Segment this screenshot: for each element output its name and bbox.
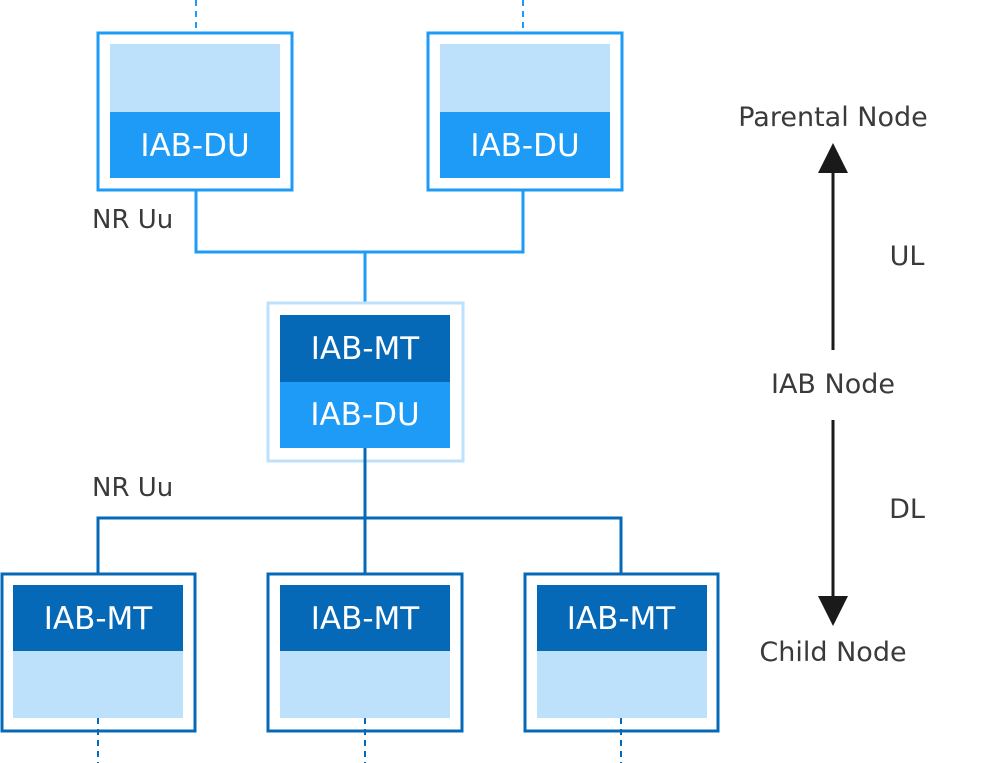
parent-node-left: IAB-DU	[96, 31, 294, 192]
parent-left-du-label: IAB-DU	[140, 128, 249, 164]
parent-right-du-label: IAB-DU	[470, 128, 579, 164]
parent-node-right: IAB-DU	[426, 31, 624, 192]
legend-parental-node: Parental Node	[738, 102, 928, 133]
child-node-middle: IAB-MT	[266, 572, 464, 733]
upper-nr-uu-label: NR Uu	[92, 205, 173, 235]
legend-dl: DL	[889, 494, 925, 525]
iab-du-label: IAB-DU	[310, 397, 419, 433]
upper-link-lines	[194, 190, 525, 254]
child-right-mt-label: IAB-MT	[567, 601, 677, 637]
child-middle-mt-label: IAB-MT	[311, 601, 421, 637]
iab-node: IAB-MT IAB-DU	[266, 301, 465, 463]
child-left-mt-label: IAB-MT	[44, 601, 154, 637]
iab-mt-label: IAB-MT	[311, 331, 421, 367]
legend-ul: UL	[890, 241, 925, 272]
legend-child-node: Child Node	[759, 637, 906, 668]
lower-link-lines	[96, 516, 623, 585]
child-node-left: IAB-MT	[0, 572, 197, 733]
lower-nr-uu-label: NR Uu	[92, 473, 173, 503]
child-node-right: IAB-MT	[523, 572, 720, 733]
legend-iab-node: IAB Node	[771, 369, 895, 400]
